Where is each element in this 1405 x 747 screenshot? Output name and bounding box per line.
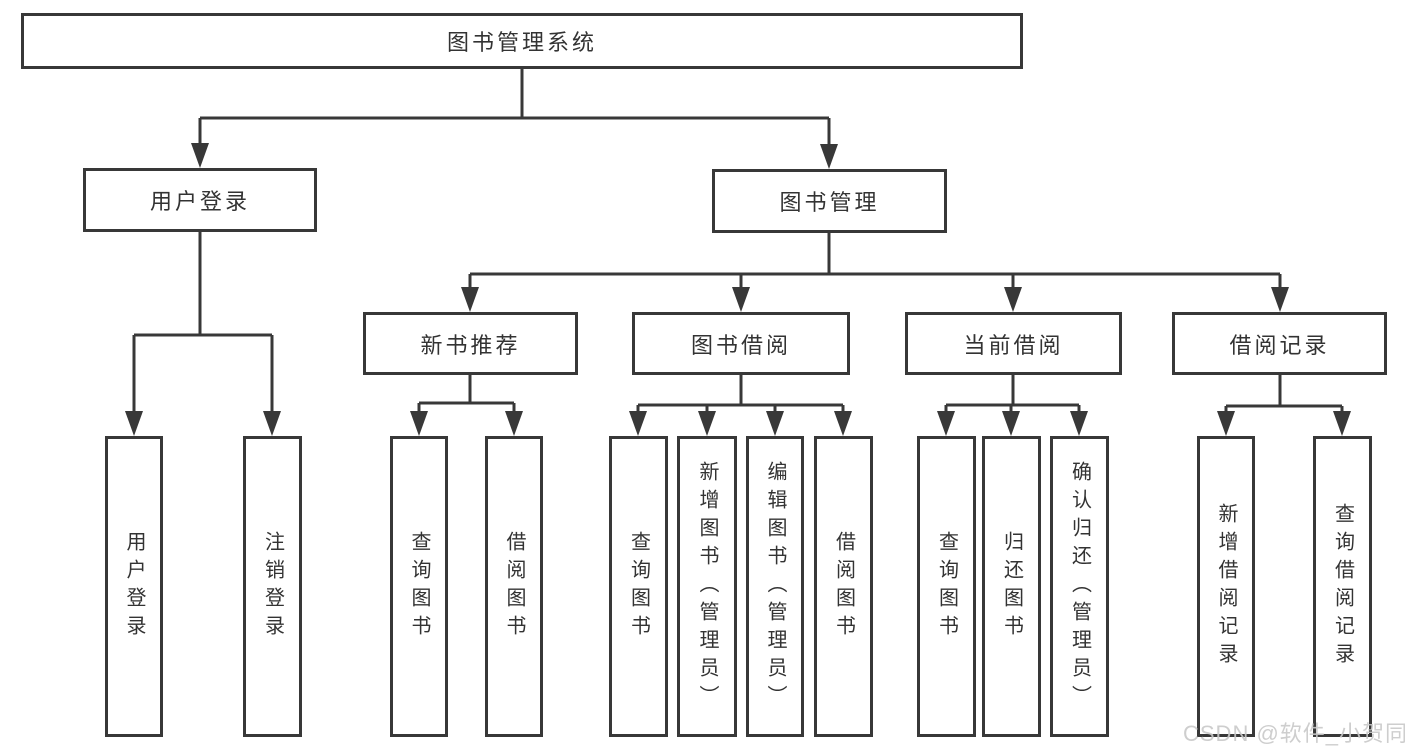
leaf-add-borrow-record: 新增借阅记录 bbox=[1197, 436, 1255, 737]
leaf-query-books-recommend: 查询图书 bbox=[390, 436, 448, 737]
node-user-login: 用户登录 bbox=[83, 168, 317, 232]
node-borrowing-records: 借阅记录 bbox=[1172, 312, 1387, 375]
leaf-logout: 注销登录 bbox=[243, 436, 302, 737]
node-current-borrowing: 当前借阅 bbox=[905, 312, 1122, 375]
leaf-user-login: 用户登录 bbox=[105, 436, 163, 737]
node-book-borrowing: 图书借阅 bbox=[632, 312, 850, 375]
leaf-query-books-current: 查询图书 bbox=[917, 436, 976, 737]
node-book-management: 图书管理 bbox=[712, 169, 947, 233]
leaf-confirm-return-admin: 确认归还（管理员） bbox=[1050, 436, 1109, 737]
leaf-add-books-admin: 新增图书（管理员） bbox=[677, 436, 737, 737]
leaf-borrow-books-recommend: 借阅图书 bbox=[485, 436, 543, 737]
leaf-borrow-books: 借阅图书 bbox=[814, 436, 873, 737]
leaf-return-books: 归还图书 bbox=[982, 436, 1041, 737]
leaf-query-books-borrow: 查询图书 bbox=[609, 436, 668, 737]
leaf-edit-books-admin: 编辑图书（管理员） bbox=[746, 436, 804, 737]
node-new-book-recommend: 新书推荐 bbox=[363, 312, 578, 375]
watermark: CSDN @软件_小贺同学 bbox=[1183, 721, 1405, 746]
node-library-management-system: 图书管理系统 bbox=[21, 13, 1023, 69]
leaf-query-borrow-record: 查询借阅记录 bbox=[1313, 436, 1372, 737]
